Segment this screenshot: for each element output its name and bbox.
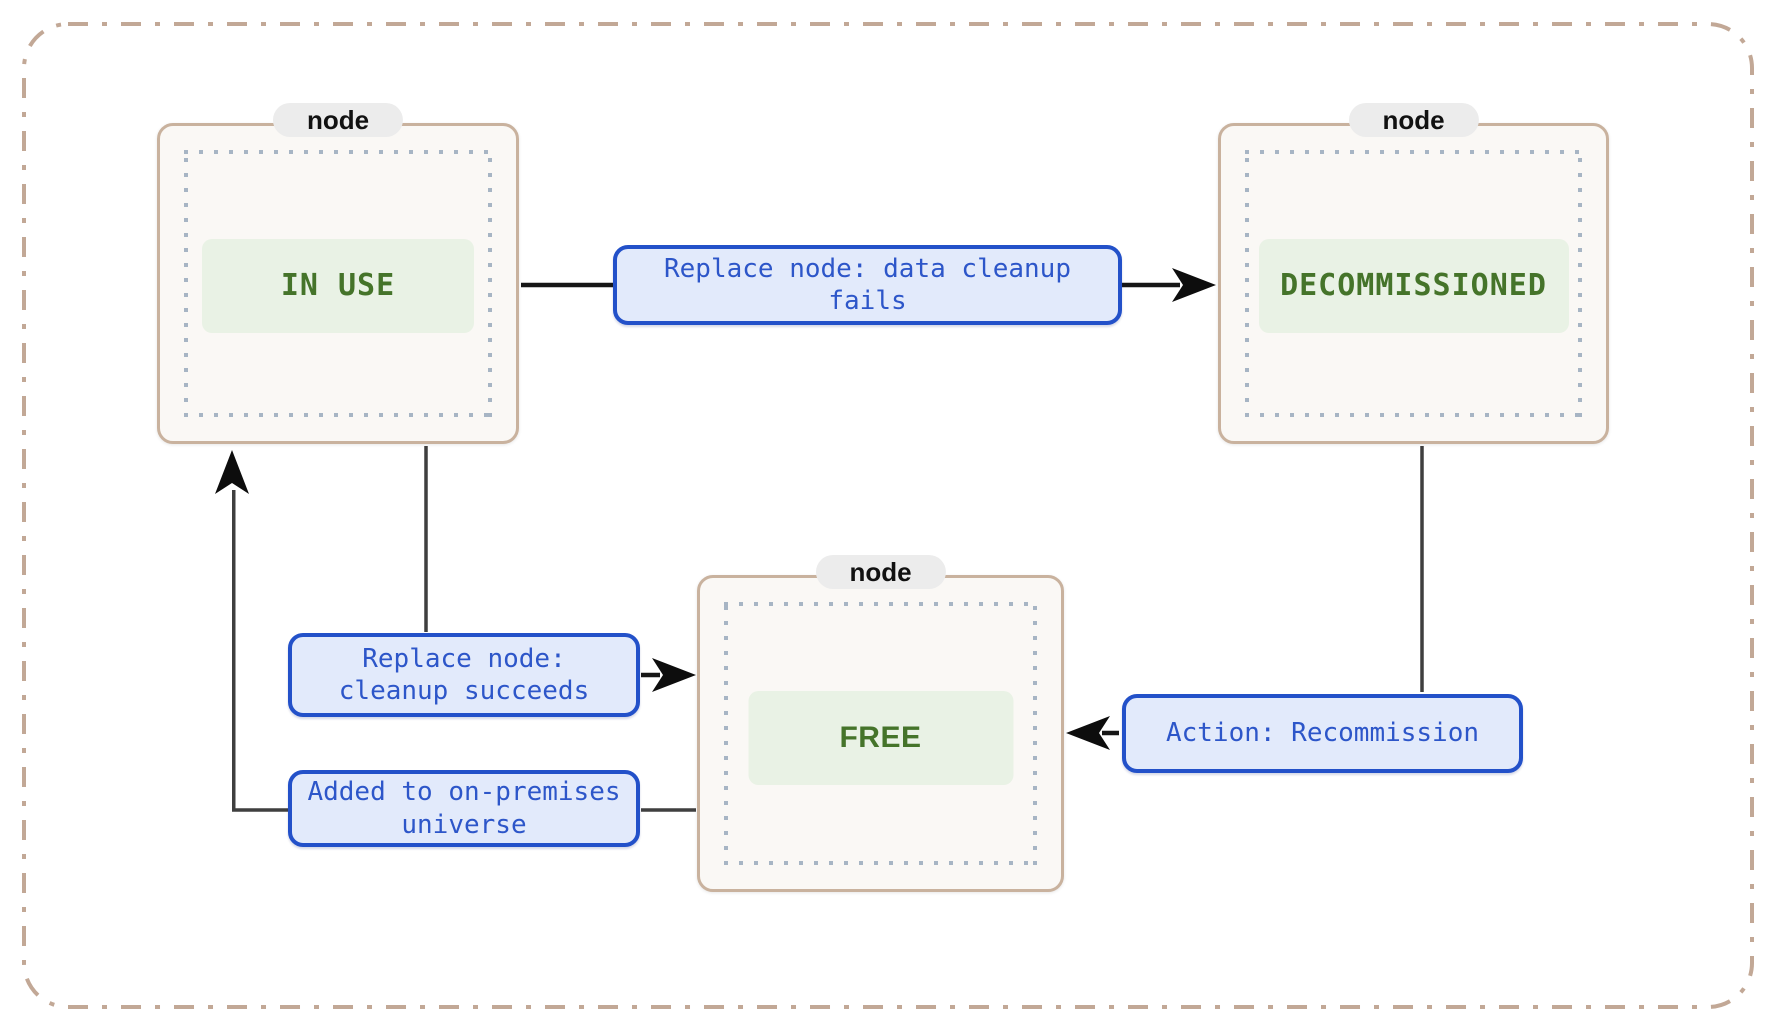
- arrowhead-into-decommissioned: [1172, 268, 1216, 302]
- edge-label-added-to-inuse: [232, 490, 288, 812]
- arrowhead-into-free-right: [1066, 716, 1110, 750]
- free-node-tab-label: node: [849, 557, 912, 587]
- decommissioned-node-tab-label: node: [1382, 105, 1445, 135]
- arrowhead-into-inuse-bottom: [215, 450, 249, 494]
- state-node-in-use: node IN USE: [157, 103, 519, 444]
- in-use-node-tab-label: node: [306, 105, 370, 135]
- edge-label-action-recommission: Action: Recommission: [1122, 694, 1523, 773]
- edge-label-replace-node-data-cleanup-fails: Replace node: data cleanup fails: [613, 245, 1122, 325]
- edge-label-added-to-on-premises-universe: Added to on-premises universe: [288, 770, 640, 847]
- decommissioned-node-tab: node: [1348, 103, 1479, 137]
- state-label-in-use: IN USE: [202, 239, 474, 333]
- state-node-free: node FREE: [697, 555, 1064, 892]
- in-use-node-tab: node: [272, 103, 404, 137]
- arrowhead-into-free-left: [652, 658, 696, 692]
- state-node-decommissioned: node DECOMMISSIONED: [1218, 103, 1609, 444]
- state-label-decommissioned: DECOMMISSIONED: [1258, 239, 1569, 333]
- state-label-free: FREE: [748, 691, 1013, 785]
- edge-label-replace-node-cleanup-succeeds: Replace node: cleanup succeeds: [288, 633, 640, 717]
- free-node-tab: node: [815, 555, 946, 589]
